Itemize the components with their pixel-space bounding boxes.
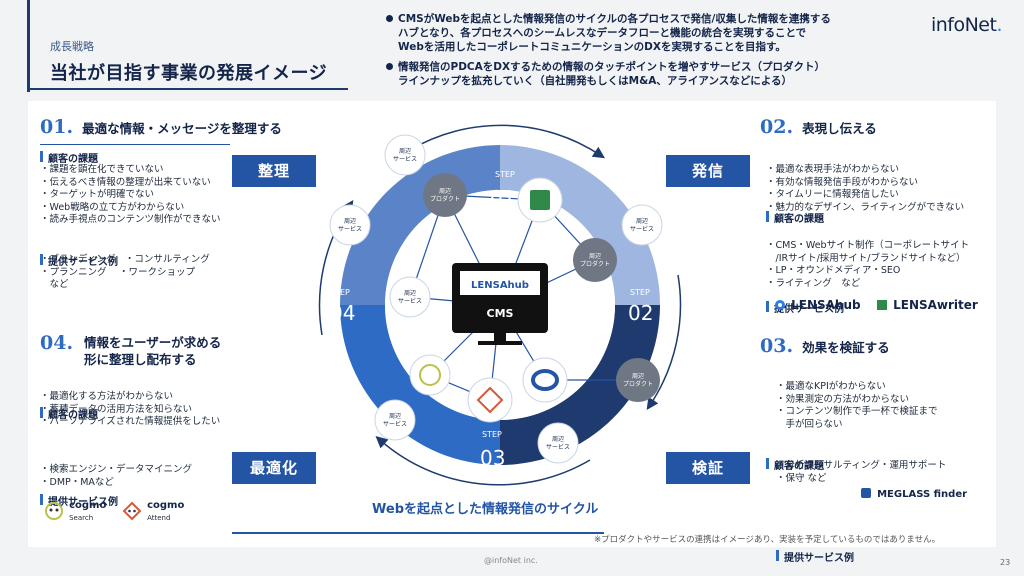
header-bullet-2: 情報発信のPDCAをDXするための情報のタッチポイントを増やすサービス（プロダク…: [384, 60, 904, 88]
step4-issues-label: 顧客の課題: [40, 406, 1024, 421]
svg-text:周辺: 周辺: [344, 218, 356, 225]
step2-services: ・CMS・Webサイト制作（コーポレートサイト /IRサイト/採用サイト/ブラン…: [766, 240, 970, 289]
step1-underline: [40, 144, 230, 145]
step3-services-label: 提供サービス例: [776, 549, 1024, 564]
step2-title: 表現し伝える: [802, 121, 877, 136]
svg-text:プロダクト: プロダクト: [623, 380, 653, 388]
ring-segment-02: [500, 305, 660, 465]
svg-text:04: 04: [330, 301, 355, 325]
step1-heading: 01. 最適な情報・メッセージを整理する: [40, 116, 282, 138]
step3-title: 効果を検証する: [802, 340, 890, 355]
step1-issues: ・課題を顕在化できていない・伝えるべき情報の整理が出来ていない・ターゲットが明確…: [40, 164, 221, 225]
footnote: ※プロダクトやサービスの連携はイメージあり、実装を予定しているものではありません…: [594, 535, 941, 545]
svg-text:サービス: サービス: [393, 155, 417, 163]
step-label-01: STEP: [495, 170, 515, 179]
step-label-03: STEP: [482, 430, 502, 439]
step1-services-label: 提供サービス例: [40, 253, 1024, 268]
step2-issues-label: 顧客の課題: [766, 210, 1024, 225]
cycle-label-underline: [232, 532, 604, 534]
svg-text:周辺: 周辺: [399, 148, 411, 155]
svg-text:サービス: サービス: [546, 443, 570, 451]
section-label: 成長戦略: [50, 40, 94, 53]
svg-text:周辺: 周辺: [389, 413, 401, 420]
svg-text:周辺: 周辺: [439, 188, 451, 195]
cogmo-search-node: [409, 354, 451, 396]
step2-issues: ・最適な表現手法がわからない・有効な情報発信手段がわからない・タイムリーに情報発…: [766, 164, 965, 213]
svg-text:周辺: 周辺: [404, 290, 416, 297]
svg-text:01: 01: [490, 186, 515, 210]
svg-text:サービス: サービス: [630, 225, 654, 233]
svg-text:プロダクト: プロダクト: [430, 195, 460, 203]
step3-issues: ・最適なKPIがわからない・効果測定の方法がわからない・コンテンツ制作で手一杯で…: [776, 381, 938, 430]
step3-issues-label: 顧客の課題: [766, 457, 1024, 472]
header-bullets: CMSがWebを起点とした情報発信のサイクルの各プロセスで発信/収集した情報を連…: [384, 12, 904, 94]
tag-verify: 検証: [666, 452, 750, 484]
meglass-finder-logo: MEGLASS finder: [860, 482, 967, 501]
svg-text:02: 02: [628, 301, 653, 325]
step1-title: 最適な情報・メッセージを整理する: [82, 121, 282, 136]
ring-segment-03: [340, 305, 500, 465]
svg-text:サービス: サービス: [398, 297, 422, 305]
cycle-label: Webを起点とした情報発信のサイクル: [372, 502, 599, 517]
svg-text:周辺: 周辺: [552, 436, 564, 443]
company-logo: infoNet.: [930, 14, 1003, 36]
step3-heading: 03. 効果を検証する: [760, 335, 890, 357]
tag-organize: 整理: [232, 155, 316, 187]
tag-publish: 発信: [666, 155, 750, 187]
lensahub-logo: LENSAhub: [774, 294, 861, 313]
cms-monitor: LENSAhub CMS: [452, 263, 548, 345]
lensawriter-logo: LENSAwriter: [876, 294, 978, 313]
step-label-04: STEP: [330, 288, 350, 297]
step4-issues: ・最適化する方法がわからない・蓄積データの活用方法を知らない・パーソナライズされ…: [40, 391, 221, 427]
svg-text:周辺: 周辺: [589, 253, 601, 260]
copyright: @infoNet inc.: [484, 556, 538, 565]
svg-text:03: 03: [480, 446, 505, 470]
page-number: 23: [1000, 558, 1011, 567]
step1-issues-label: 顧客の課題: [40, 150, 1024, 165]
step4-services: ・検索エンジン・データマイニング・DMP・MAなど: [40, 464, 193, 488]
step4-title: 情報をユーザーが求める形に整理し配布する: [84, 335, 222, 367]
step3-services: ・分析コンサルティング・運用サポート・保守 など: [776, 460, 947, 484]
header-bullet-1: CMSがWebを起点とした情報発信のサイクルの各プロセスで発信/収集した情報を連…: [384, 12, 904, 54]
step4-heading: 04.: [40, 332, 74, 354]
step-label-02: STEP: [630, 288, 650, 297]
svg-text:プロダクト: プロダクト: [580, 260, 610, 268]
svg-text:周辺: 周辺: [632, 373, 644, 380]
title-underline: [30, 88, 348, 90]
tag-optimize: 最適化: [232, 452, 316, 484]
cogmo-attend-node: [467, 377, 513, 423]
svg-text:周辺: 周辺: [636, 218, 648, 225]
svg-text:LENSAhub: LENSAhub: [471, 280, 529, 291]
step4-services-label: 提供サービス例: [40, 493, 1024, 508]
step1-services: ・ブランディング ・コンサルティング・プランニング ・ワークショップ など: [40, 254, 210, 290]
step2-heading: 02. 表現し伝える: [760, 116, 877, 138]
page-title: 当社が目指す事業の発展イメージ: [50, 63, 328, 84]
svg-text:CMS: CMS: [487, 307, 514, 320]
step2-services-label: 提供サービス例: [766, 300, 1024, 315]
header-accent-bar: [27, 0, 30, 92]
meglass-node: [522, 357, 568, 403]
svg-text:サービス: サービス: [338, 225, 362, 233]
svg-text:サービス: サービス: [383, 420, 407, 428]
